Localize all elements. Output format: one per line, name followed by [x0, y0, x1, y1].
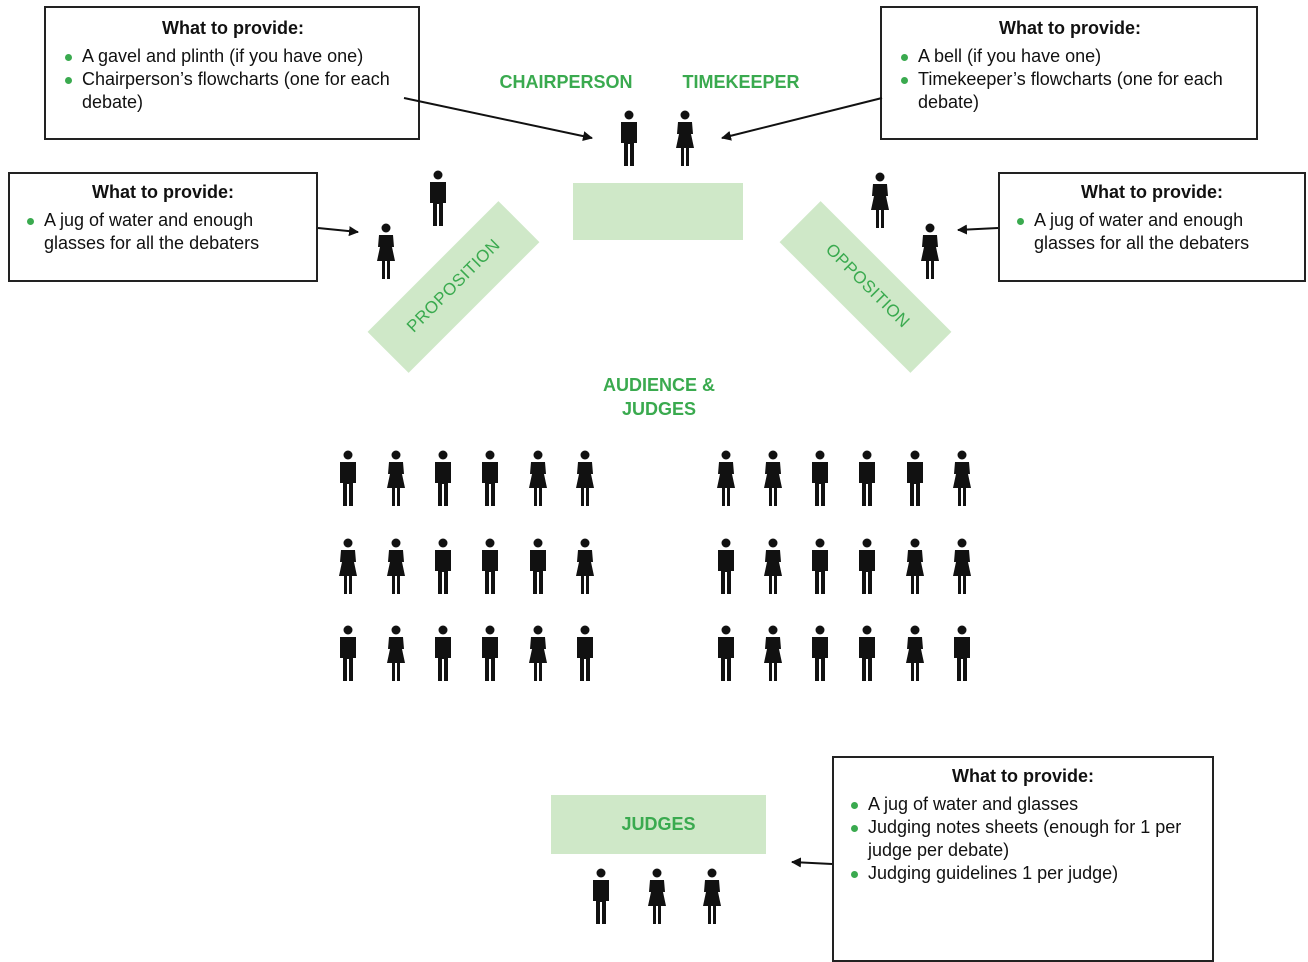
- provide-item: Chairperson’s flowcharts (one for each d…: [60, 68, 406, 114]
- audience-figure: [577, 625, 593, 681]
- audience-figure: [812, 450, 828, 506]
- audience-figure: [530, 538, 546, 594]
- box-heading: What to provide:: [999, 18, 1141, 38]
- audience-figure: [812, 625, 828, 681]
- audience-figure: [435, 625, 451, 681]
- proposition-arrow: [317, 226, 359, 237]
- audience-figure: [339, 538, 357, 594]
- provide-item: Judging notes sheets (enough for 1 per j…: [846, 816, 1200, 862]
- judge-figure: [648, 868, 666, 924]
- audience-figure: [764, 625, 782, 681]
- provide-item: Judging guidelines 1 per judge): [846, 862, 1200, 885]
- audience-figure: [718, 538, 734, 594]
- audience-figure: [906, 625, 924, 681]
- audience-figure: [718, 625, 734, 681]
- provide-item: A jug of water and enough glasses for al…: [22, 209, 304, 255]
- timekeeper-figure: [676, 110, 694, 166]
- proposition-provide-box: What to provide: A jug of water and enou…: [8, 172, 318, 282]
- people-group: [339, 110, 971, 924]
- audience-figure: [717, 450, 735, 506]
- judge-figure: [593, 868, 609, 924]
- judges-table: [551, 795, 766, 854]
- audience-figure: [907, 450, 923, 506]
- audience-figure: [529, 625, 547, 681]
- opposition-figure: [921, 223, 939, 279]
- audience-figure: [435, 450, 451, 506]
- opposition-provide-box: What to provide: A jug of water and enou…: [998, 172, 1306, 282]
- chairperson-figure: [621, 110, 637, 166]
- judges-label: JUDGES: [621, 814, 696, 834]
- provide-list: A bell (if you have one) Timekeeper’s fl…: [896, 45, 1244, 114]
- box-heading: What to provide:: [162, 18, 304, 38]
- chairperson-label: CHAIRPERSON: [499, 72, 633, 92]
- judges-arrow: [791, 857, 833, 868]
- audience-figure: [576, 538, 594, 594]
- provide-list: A jug of water and enough glasses for al…: [1012, 209, 1292, 255]
- audience-figure: [576, 450, 594, 506]
- audience-figure: [387, 538, 405, 594]
- judges-provide-box: What to provide: A jug of water and glas…: [832, 756, 1214, 962]
- chair-arrow: [403, 97, 593, 142]
- audience-figure: [953, 450, 971, 506]
- provide-item: A bell (if you have one): [896, 45, 1244, 68]
- audience-figure: [435, 538, 451, 594]
- provide-item: Timekeeper’s flowcharts (one for each de…: [896, 68, 1244, 114]
- audience-figure: [859, 538, 875, 594]
- audience-figure: [482, 625, 498, 681]
- provide-item: A gavel and plinth (if you have one): [60, 45, 406, 68]
- judge-figure: [703, 868, 721, 924]
- audience-figure: [859, 450, 875, 506]
- audience-figure: [764, 450, 782, 506]
- box-heading: What to provide:: [1081, 182, 1223, 202]
- audience-figure: [764, 538, 782, 594]
- audience-figure: [906, 538, 924, 594]
- box-heading: What to provide:: [92, 182, 234, 202]
- opposition-arrow: [957, 224, 999, 235]
- provide-list: A gavel and plinth (if you have one) Cha…: [60, 45, 406, 114]
- audience-figure: [482, 450, 498, 506]
- audience-figure: [482, 538, 498, 594]
- provide-item: A jug of water and glasses: [846, 793, 1200, 816]
- chair-table: [573, 183, 743, 240]
- provide-list: A jug of water and glasses Judging notes…: [846, 793, 1200, 885]
- timekeeper-arrow: [721, 97, 883, 141]
- audience-figure: [953, 538, 971, 594]
- audience-figure: [812, 538, 828, 594]
- opposition-figure: [871, 172, 889, 228]
- proposition-figure: [377, 223, 395, 279]
- audience-figure: [954, 625, 970, 681]
- audience-figure: [529, 450, 547, 506]
- timekeeper-label: TIMEKEEPER: [682, 72, 800, 92]
- provide-list: A jug of water and enough glasses for al…: [22, 209, 304, 255]
- audience-figure: [340, 625, 356, 681]
- timekeeper-provide-box: What to provide: A bell (if you have one…: [880, 6, 1258, 140]
- audience-label: AUDIENCE & JUDGES: [602, 375, 715, 419]
- audience-figure: [387, 450, 405, 506]
- audience-figure: [859, 625, 875, 681]
- proposition-figure: [430, 170, 446, 226]
- audience-figure: [387, 625, 405, 681]
- box-heading: What to provide:: [952, 766, 1094, 786]
- chairperson-provide-box: What to provide: A gavel and plinth (if …: [44, 6, 420, 140]
- audience-figure: [340, 450, 356, 506]
- provide-item: A jug of water and enough glasses for al…: [1012, 209, 1292, 255]
